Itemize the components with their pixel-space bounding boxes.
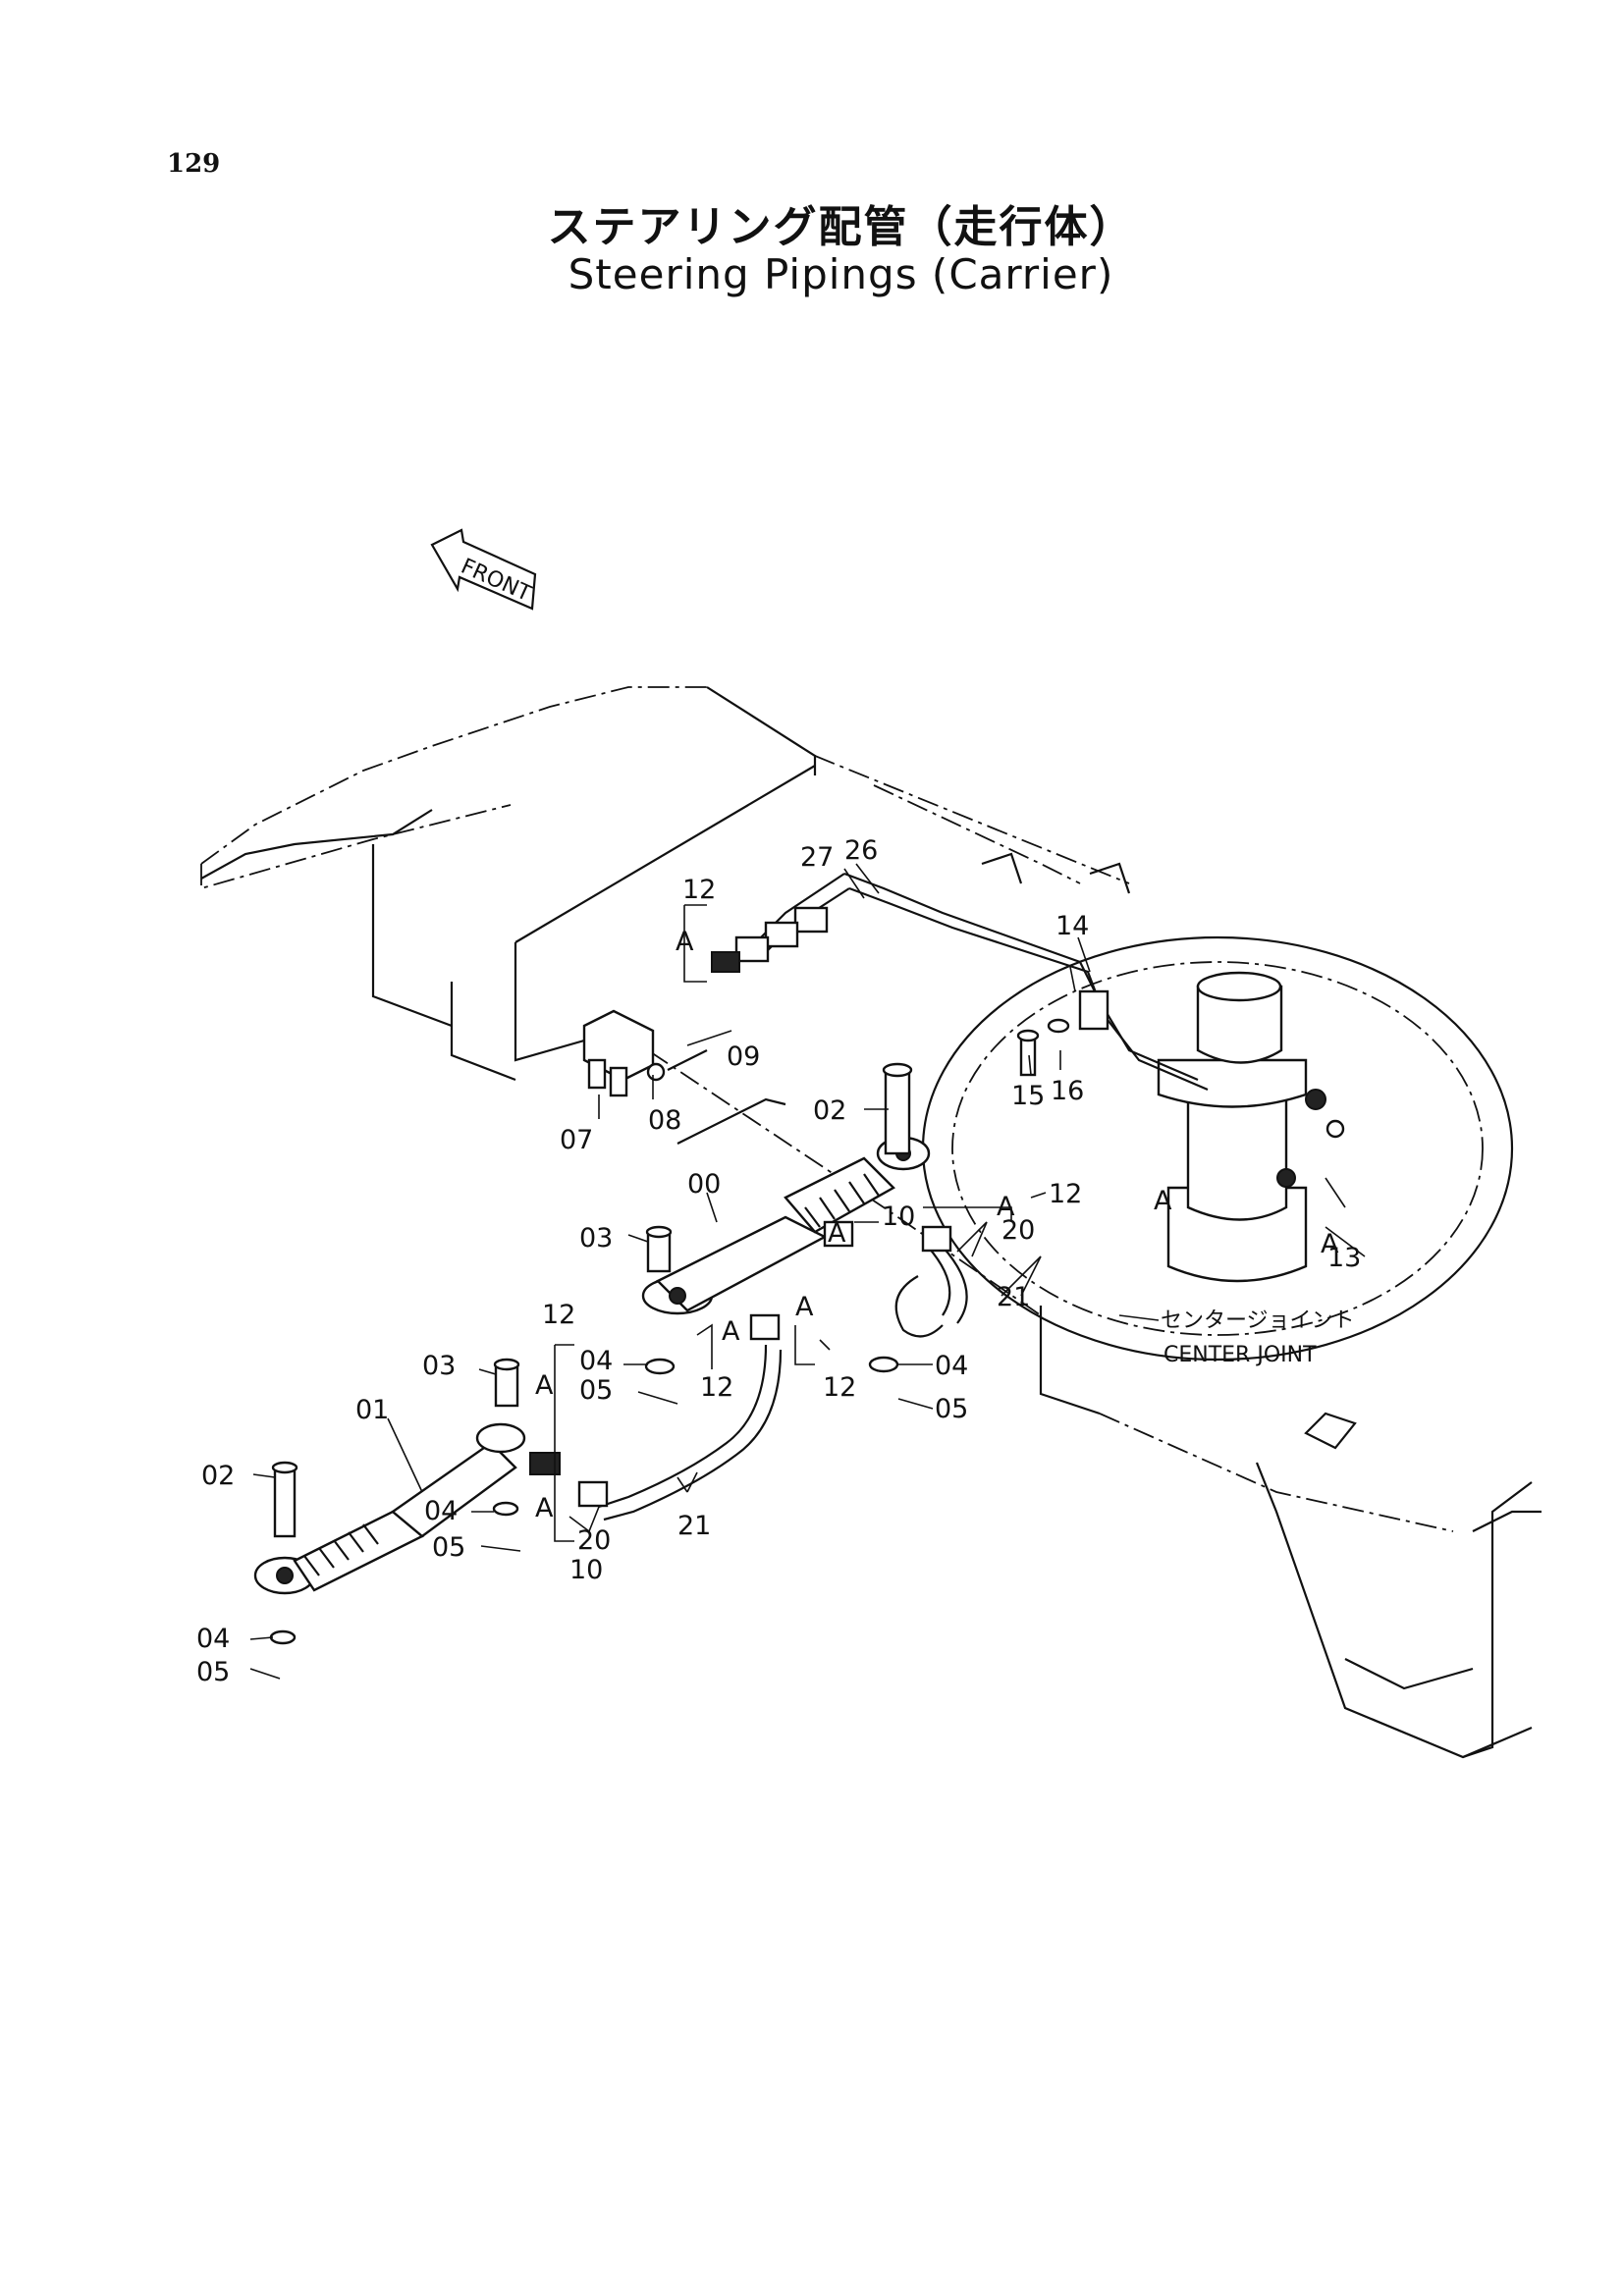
callout-12-left: 12 bbox=[542, 1300, 575, 1330]
callout-04-upper: 04 bbox=[579, 1346, 613, 1376]
callout-01: 01 bbox=[355, 1395, 389, 1425]
callout-a-right-upper: A bbox=[997, 1192, 1015, 1222]
callout-12-center: 12 bbox=[700, 1372, 733, 1403]
callout-08: 08 bbox=[648, 1105, 681, 1136]
callout-05-right: 05 bbox=[935, 1394, 968, 1424]
callout-13: 13 bbox=[1327, 1243, 1361, 1273]
callout-10-lower: 10 bbox=[569, 1555, 603, 1585]
callout-12-top: 12 bbox=[682, 875, 716, 905]
callout-02-upper: 02 bbox=[813, 1095, 846, 1126]
callout-labels: 26 27 14 12 A 09 08 07 02 15 16 A 12 20 … bbox=[196, 835, 1361, 1687]
callout-21-lower: 21 bbox=[677, 1511, 711, 1541]
pin-parts bbox=[271, 1062, 913, 1538]
bolt-15 bbox=[1016, 1018, 1070, 1077]
callout-a-center-low: A bbox=[795, 1292, 814, 1322]
callout-07: 07 bbox=[560, 1125, 593, 1155]
callout-a-top: A bbox=[676, 927, 694, 957]
callout-05-lower: 05 bbox=[432, 1532, 465, 1563]
center-joint-label-jp: センタージョイント bbox=[1161, 1308, 1355, 1333]
steering-cylinder-00 bbox=[641, 1136, 931, 1315]
title-japanese: ステアリング配管（走行体） bbox=[547, 202, 1135, 252]
steering-cylinder-01 bbox=[253, 1422, 526, 1595]
callout-21-upper: 21 bbox=[997, 1282, 1030, 1312]
callout-27: 27 bbox=[800, 842, 834, 873]
callout-a-centerjoint: A bbox=[1321, 1229, 1339, 1259]
callout-a-center: A bbox=[828, 1218, 846, 1249]
carrier-frame bbox=[200, 686, 1542, 1759]
callout-16: 16 bbox=[1051, 1076, 1084, 1106]
callout-03-lower: 03 bbox=[422, 1351, 456, 1381]
callout-26: 26 bbox=[844, 835, 878, 866]
callout-02-lower: 02 bbox=[201, 1461, 235, 1491]
callout-a-ring: A bbox=[1154, 1186, 1172, 1216]
callout-04-lower: 04 bbox=[424, 1496, 458, 1526]
valve-07 bbox=[582, 1009, 708, 1097]
callout-a-hose: A bbox=[722, 1316, 740, 1347]
center-joint-label-en: CENTER JOINT bbox=[1163, 1343, 1317, 1367]
callout-09: 09 bbox=[727, 1041, 760, 1072]
center-joint-caption: センタージョイント CENTER JOINT bbox=[1161, 1308, 1355, 1367]
callout-12-right: 12 bbox=[1049, 1179, 1082, 1209]
callout-a-left-lower: A bbox=[535, 1493, 554, 1523]
callout-03-upper: 03 bbox=[579, 1223, 613, 1254]
callout-05-upper: 05 bbox=[579, 1375, 613, 1406]
callout-10-upper: 10 bbox=[882, 1201, 915, 1232]
callout-14: 14 bbox=[1055, 911, 1089, 941]
washer-parts bbox=[269, 1356, 899, 1645]
title-english: Steering Pipings (Carrier) bbox=[568, 250, 1114, 298]
callout-15: 15 bbox=[1011, 1081, 1045, 1111]
hose-21 bbox=[529, 1220, 968, 1522]
page-number: 129 bbox=[167, 149, 221, 179]
callout-00: 00 bbox=[687, 1169, 721, 1200]
steering-pipes bbox=[711, 872, 1209, 1092]
callout-20-upper: 20 bbox=[1001, 1215, 1035, 1246]
callout-04-bottom: 04 bbox=[196, 1624, 230, 1654]
callout-a-left-upper: A bbox=[535, 1370, 554, 1401]
callout-05-bottom: 05 bbox=[196, 1657, 230, 1687]
callout-20-lower: 20 bbox=[577, 1525, 611, 1556]
callout-04-right: 04 bbox=[935, 1351, 968, 1381]
callout-12-center-right: 12 bbox=[823, 1372, 856, 1403]
front-arrow-icon: FRONT bbox=[430, 528, 537, 611]
center-joint bbox=[1157, 971, 1345, 1283]
leader-lines bbox=[249, 863, 1366, 1680]
